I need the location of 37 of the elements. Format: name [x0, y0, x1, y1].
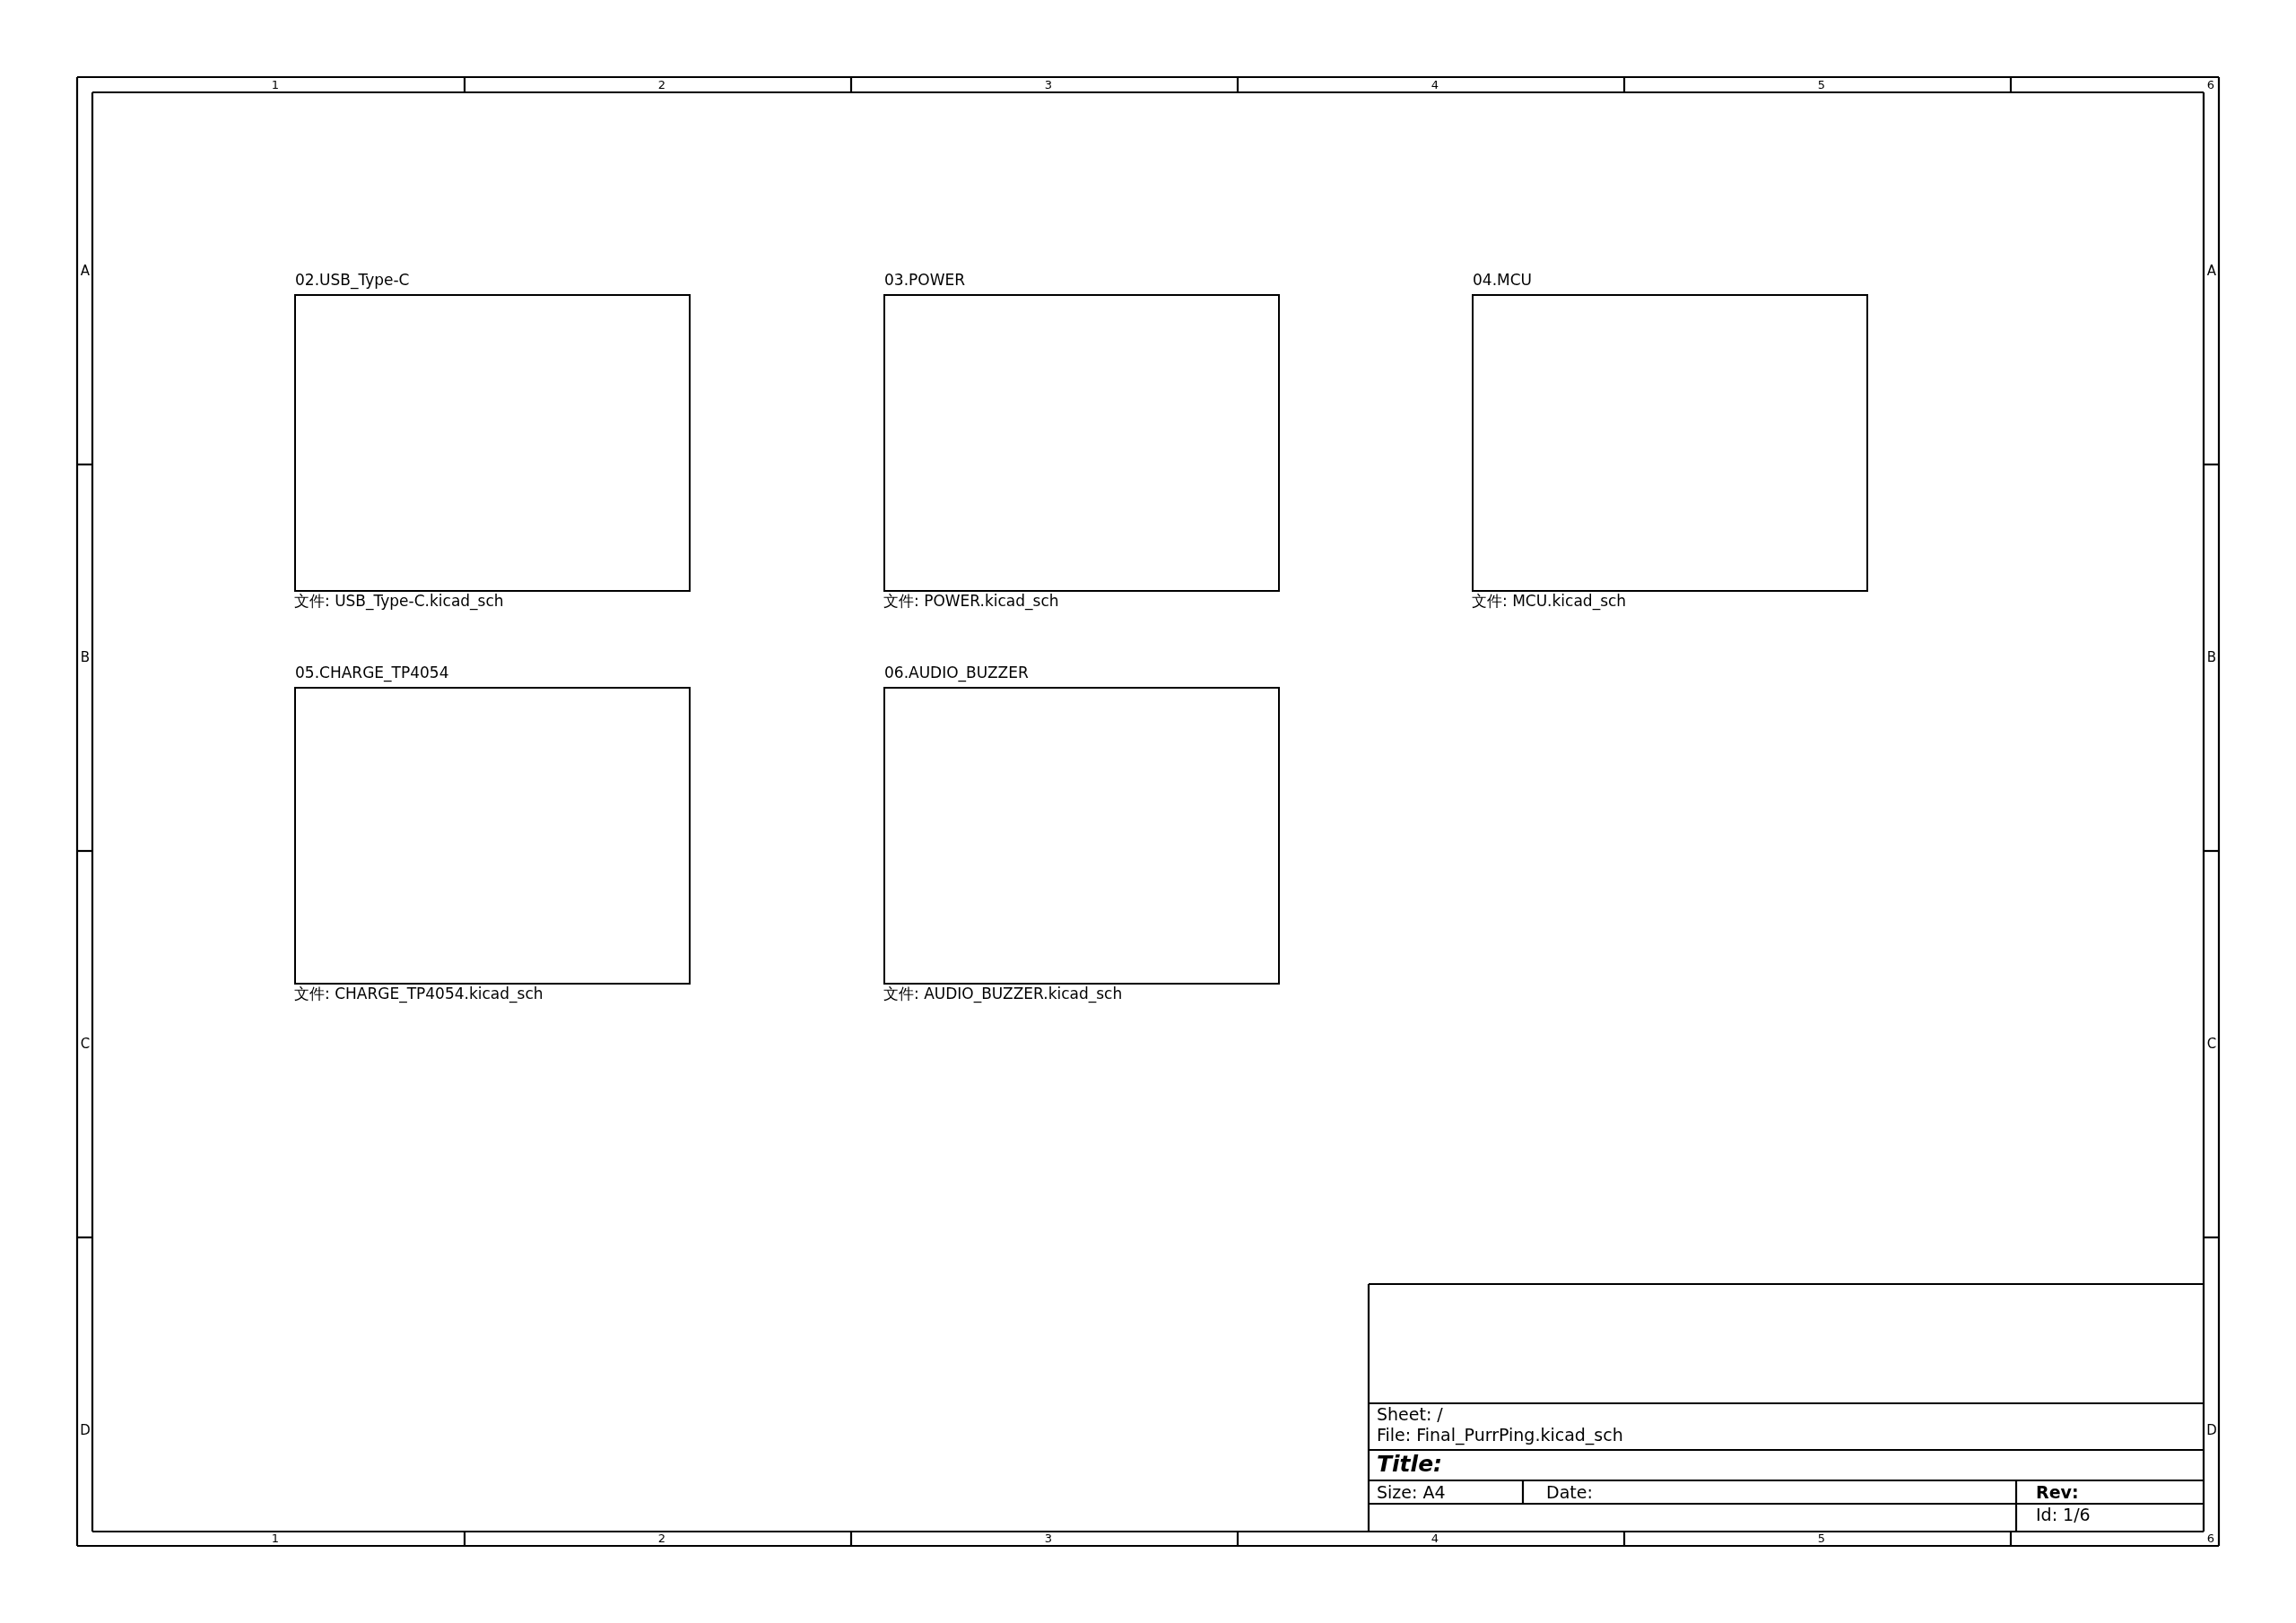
column-number: 1 — [271, 1532, 280, 1544]
sheet-name: 02.USB_Type-C — [295, 273, 410, 288]
column-number: 6 — [2206, 1532, 2215, 1544]
row-letter: A — [80, 264, 91, 278]
row-letter: C — [80, 1037, 91, 1051]
column-number: 5 — [1817, 79, 1826, 91]
title-block-field: Id: 1/6 — [2036, 1506, 2091, 1523]
title-block-field: File: Final_PurrPing.kicad_sch — [1377, 1427, 1623, 1444]
sheet-name: 06.AUDIO_BUZZER — [884, 665, 1029, 681]
column-number: 3 — [1044, 1532, 1053, 1544]
row-letter: A — [2206, 264, 2217, 278]
title-block-heading: Title: — [1377, 1453, 1443, 1475]
row-letter: D — [2206, 1423, 2217, 1437]
sheet-file-name: 文件: POWER.kicad_sch — [883, 594, 1059, 609]
column-number: 5 — [1817, 1532, 1826, 1544]
column-number: 2 — [657, 79, 666, 91]
row-letter: D — [80, 1423, 91, 1437]
sheet-name: 03.POWER — [884, 273, 966, 288]
row-letter: C — [2206, 1037, 2217, 1051]
column-number: 4 — [1431, 1532, 1439, 1544]
title-block-field: Sheet: / — [1377, 1406, 1443, 1423]
column-number: 4 — [1431, 79, 1439, 91]
row-letter: B — [80, 650, 91, 664]
sheet-file-name: 文件: MCU.kicad_sch — [1472, 594, 1627, 609]
title-block-field: Rev: — [2036, 1484, 2079, 1501]
sheet-file-name: 文件: AUDIO_BUZZER.kicad_sch — [883, 986, 1123, 1002]
title-block-field: Date: — [1546, 1484, 1593, 1501]
sheet-file-name: 文件: USB_Type-C.kicad_sch — [294, 594, 504, 609]
sheet-name: 05.CHARGE_TP4054 — [295, 665, 449, 681]
column-number: 3 — [1044, 79, 1053, 91]
column-number: 1 — [271, 79, 280, 91]
title-block-field: Size: A4 — [1377, 1484, 1446, 1501]
sheet-file-name: 文件: CHARGE_TP4054.kicad_sch — [294, 986, 544, 1002]
row-letter: B — [2206, 650, 2217, 664]
sheet-name: 04.MCU — [1473, 273, 1533, 288]
column-number: 6 — [2206, 79, 2215, 91]
column-number: 2 — [657, 1532, 666, 1544]
